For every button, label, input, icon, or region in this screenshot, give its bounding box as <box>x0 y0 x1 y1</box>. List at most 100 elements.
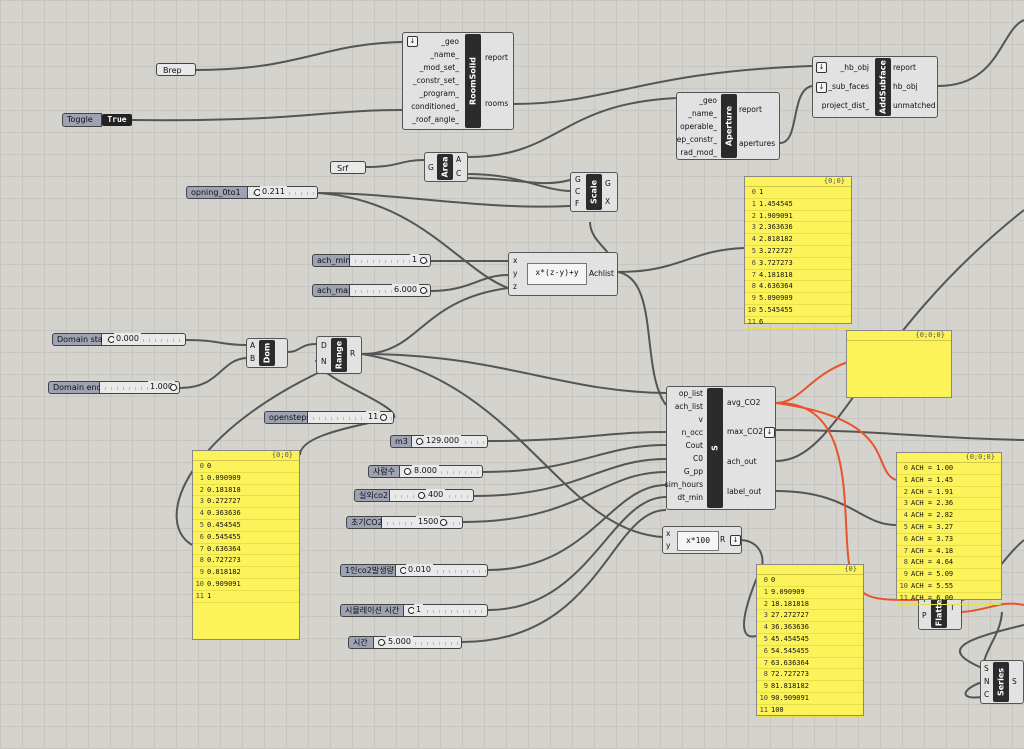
input-port[interactable]: _geo <box>699 96 717 106</box>
slider-knob[interactable] <box>420 257 427 264</box>
component-core[interactable]: RoomSolid <box>465 34 481 128</box>
output-port[interactable]: S <box>1012 677 1017 687</box>
multiply-expression-component[interactable]: x y x*100 R ↓ <box>662 526 742 554</box>
output-port[interactable]: C <box>456 169 461 179</box>
output-port[interactable]: rooms <box>485 99 508 109</box>
time-param[interactable]: 시간 5.000 <box>348 636 462 649</box>
component-core[interactable]: Area <box>437 154 453 180</box>
ach-max-slider[interactable]: ach_max 6.000 <box>312 284 431 297</box>
toggle-state[interactable]: True <box>102 114 132 126</box>
output-port[interactable]: hb_obj <box>893 82 918 92</box>
input-port[interactable]: _hb_obj <box>841 63 869 73</box>
percent-output-panel[interactable]: {0} 0019.090909218.181818327.272727436.3… <box>756 564 864 716</box>
input-port[interactable]: n_occ <box>682 428 703 438</box>
expression-component[interactable]: x y z x*(z-y)+y Achlist <box>508 252 618 296</box>
addsubface-component[interactable]: ↓ ↓ AddSubface _hb_obj _sub_faces projec… <box>812 56 938 118</box>
input-port[interactable]: D <box>321 341 327 351</box>
input-port[interactable]: C0 <box>693 454 703 464</box>
input-port[interactable]: operable_ <box>680 122 717 132</box>
input-port[interactable]: rad_mod_ <box>680 148 717 158</box>
brep-param[interactable]: Brep <box>156 63 196 76</box>
series-component[interactable]: S N C Series S <box>980 660 1024 704</box>
input-port[interactable]: C <box>984 690 989 700</box>
output-port[interactable]: Achlist <box>589 269 614 279</box>
output-port[interactable]: avg_CO2 <box>727 398 760 408</box>
input-port[interactable]: _name_ <box>430 50 459 60</box>
input-port[interactable]: N <box>984 677 990 687</box>
param-knob[interactable] <box>378 639 385 646</box>
output-port[interactable]: unmatched <box>893 101 936 111</box>
output-port[interactable]: R <box>720 535 725 545</box>
co2-script-component[interactable]: op_list ach_list v n_occ Cout C0 G_pp si… <box>666 386 776 510</box>
component-core[interactable]: Range <box>331 338 347 372</box>
input-port[interactable]: _constr_set_ <box>413 76 459 86</box>
range-output-panel[interactable]: {0;0} 0010.09090920.18181830.27272740.36… <box>192 450 300 640</box>
domain-end-slider[interactable]: Domain end 1.000 <box>48 381 180 394</box>
outdoor-co2-param[interactable]: 실외co2 400 <box>354 489 474 502</box>
per-person-co2-param[interactable]: 1인co2발생량 0.010 <box>340 564 488 577</box>
input-port[interactable]: N <box>321 357 327 367</box>
slider-knob[interactable] <box>420 287 427 294</box>
srf-param[interactable]: Srf <box>330 161 366 174</box>
input-port[interactable]: A <box>250 341 255 351</box>
download-icon[interactable]: ↓ <box>816 62 827 73</box>
input-port[interactable]: ep_constr_ <box>677 135 717 145</box>
input-port[interactable]: conditioned_ <box>411 102 459 112</box>
download-icon[interactable]: ↓ <box>730 535 741 546</box>
aperture-component[interactable]: Aperture _geo _name_ operable_ ep_constr… <box>676 92 780 160</box>
input-port[interactable]: x <box>666 529 670 539</box>
output-port[interactable]: apertures <box>739 139 775 149</box>
param-knob[interactable] <box>440 519 447 526</box>
input-port[interactable]: y <box>666 541 670 551</box>
domain-component[interactable]: A B Dom <box>246 338 288 368</box>
component-core[interactable]: Aperture <box>721 94 737 158</box>
input-port[interactable]: sim_hours <box>665 480 703 490</box>
input-port[interactable]: C <box>575 187 580 197</box>
volume-param[interactable]: m3 129.000 <box>390 435 488 448</box>
label-output-panel[interactable]: {0;0;0} 0ACH = 1.001ACH = 1.452ACH = 1.9… <box>896 452 1002 600</box>
empty-panel[interactable]: {0;0;0} <box>846 330 952 398</box>
input-port[interactable]: _program_ <box>419 89 459 99</box>
input-port[interactable]: G <box>428 163 434 173</box>
input-port[interactable]: _roof_angle_ <box>412 115 459 125</box>
slider-knob[interactable] <box>170 384 177 391</box>
output-port[interactable]: R <box>350 349 355 359</box>
input-port[interactable]: F <box>575 199 579 209</box>
param-knob[interactable] <box>404 468 411 475</box>
domain-start-slider[interactable]: Domain start 0.000 <box>52 333 186 346</box>
input-port[interactable]: z <box>513 282 517 292</box>
output-port[interactable]: ach_out <box>727 457 757 467</box>
download-icon[interactable]: ↓ <box>407 36 418 47</box>
component-core[interactable]: AddSubface <box>875 58 891 116</box>
opensteps-param[interactable]: opensteps 11 <box>264 411 394 424</box>
input-port[interactable]: _geo <box>441 37 459 47</box>
input-port[interactable]: G_pp <box>684 467 703 477</box>
input-port[interactable]: Cout <box>685 441 703 451</box>
input-port[interactable]: dt_min <box>677 493 703 503</box>
input-port[interactable]: x <box>513 256 517 266</box>
input-port[interactable]: ach_list <box>675 402 703 412</box>
component-core[interactable]: Dom <box>259 340 275 366</box>
area-component[interactable]: G Area A C <box>424 152 468 182</box>
output-port[interactable]: report <box>893 63 916 73</box>
expression-text[interactable]: x*(z-y)+y <box>527 263 587 285</box>
download-icon[interactable]: ↓ <box>816 82 827 93</box>
input-port[interactable]: P <box>922 611 927 621</box>
expression-text[interactable]: x*100 <box>677 531 719 551</box>
initial-co2-param[interactable]: 초기CO2 1500 <box>346 516 463 529</box>
input-port[interactable]: _mod_set_ <box>420 63 459 73</box>
roomsolid-component[interactable]: ↓ RoomSolid _geo _name_ _mod_set_ _const… <box>402 32 514 130</box>
component-core[interactable]: S <box>707 388 723 508</box>
param-knob[interactable] <box>418 492 425 499</box>
scale-component[interactable]: G C F Scale G X <box>570 172 618 212</box>
input-port[interactable]: G <box>575 175 581 185</box>
output-port[interactable]: G <box>605 179 611 189</box>
output-port[interactable]: A <box>456 155 461 165</box>
output-port[interactable]: X <box>605 197 610 207</box>
ach-min-slider[interactable]: ach_min 1 <box>312 254 431 267</box>
output-port[interactable]: label_out <box>727 487 761 497</box>
output-port[interactable]: max_CO2 <box>727 427 763 437</box>
input-port[interactable]: S <box>984 664 989 674</box>
sim-time-param[interactable]: 시뮬레이션 시간 1 <box>340 604 488 617</box>
output-port[interactable]: report <box>739 105 762 115</box>
